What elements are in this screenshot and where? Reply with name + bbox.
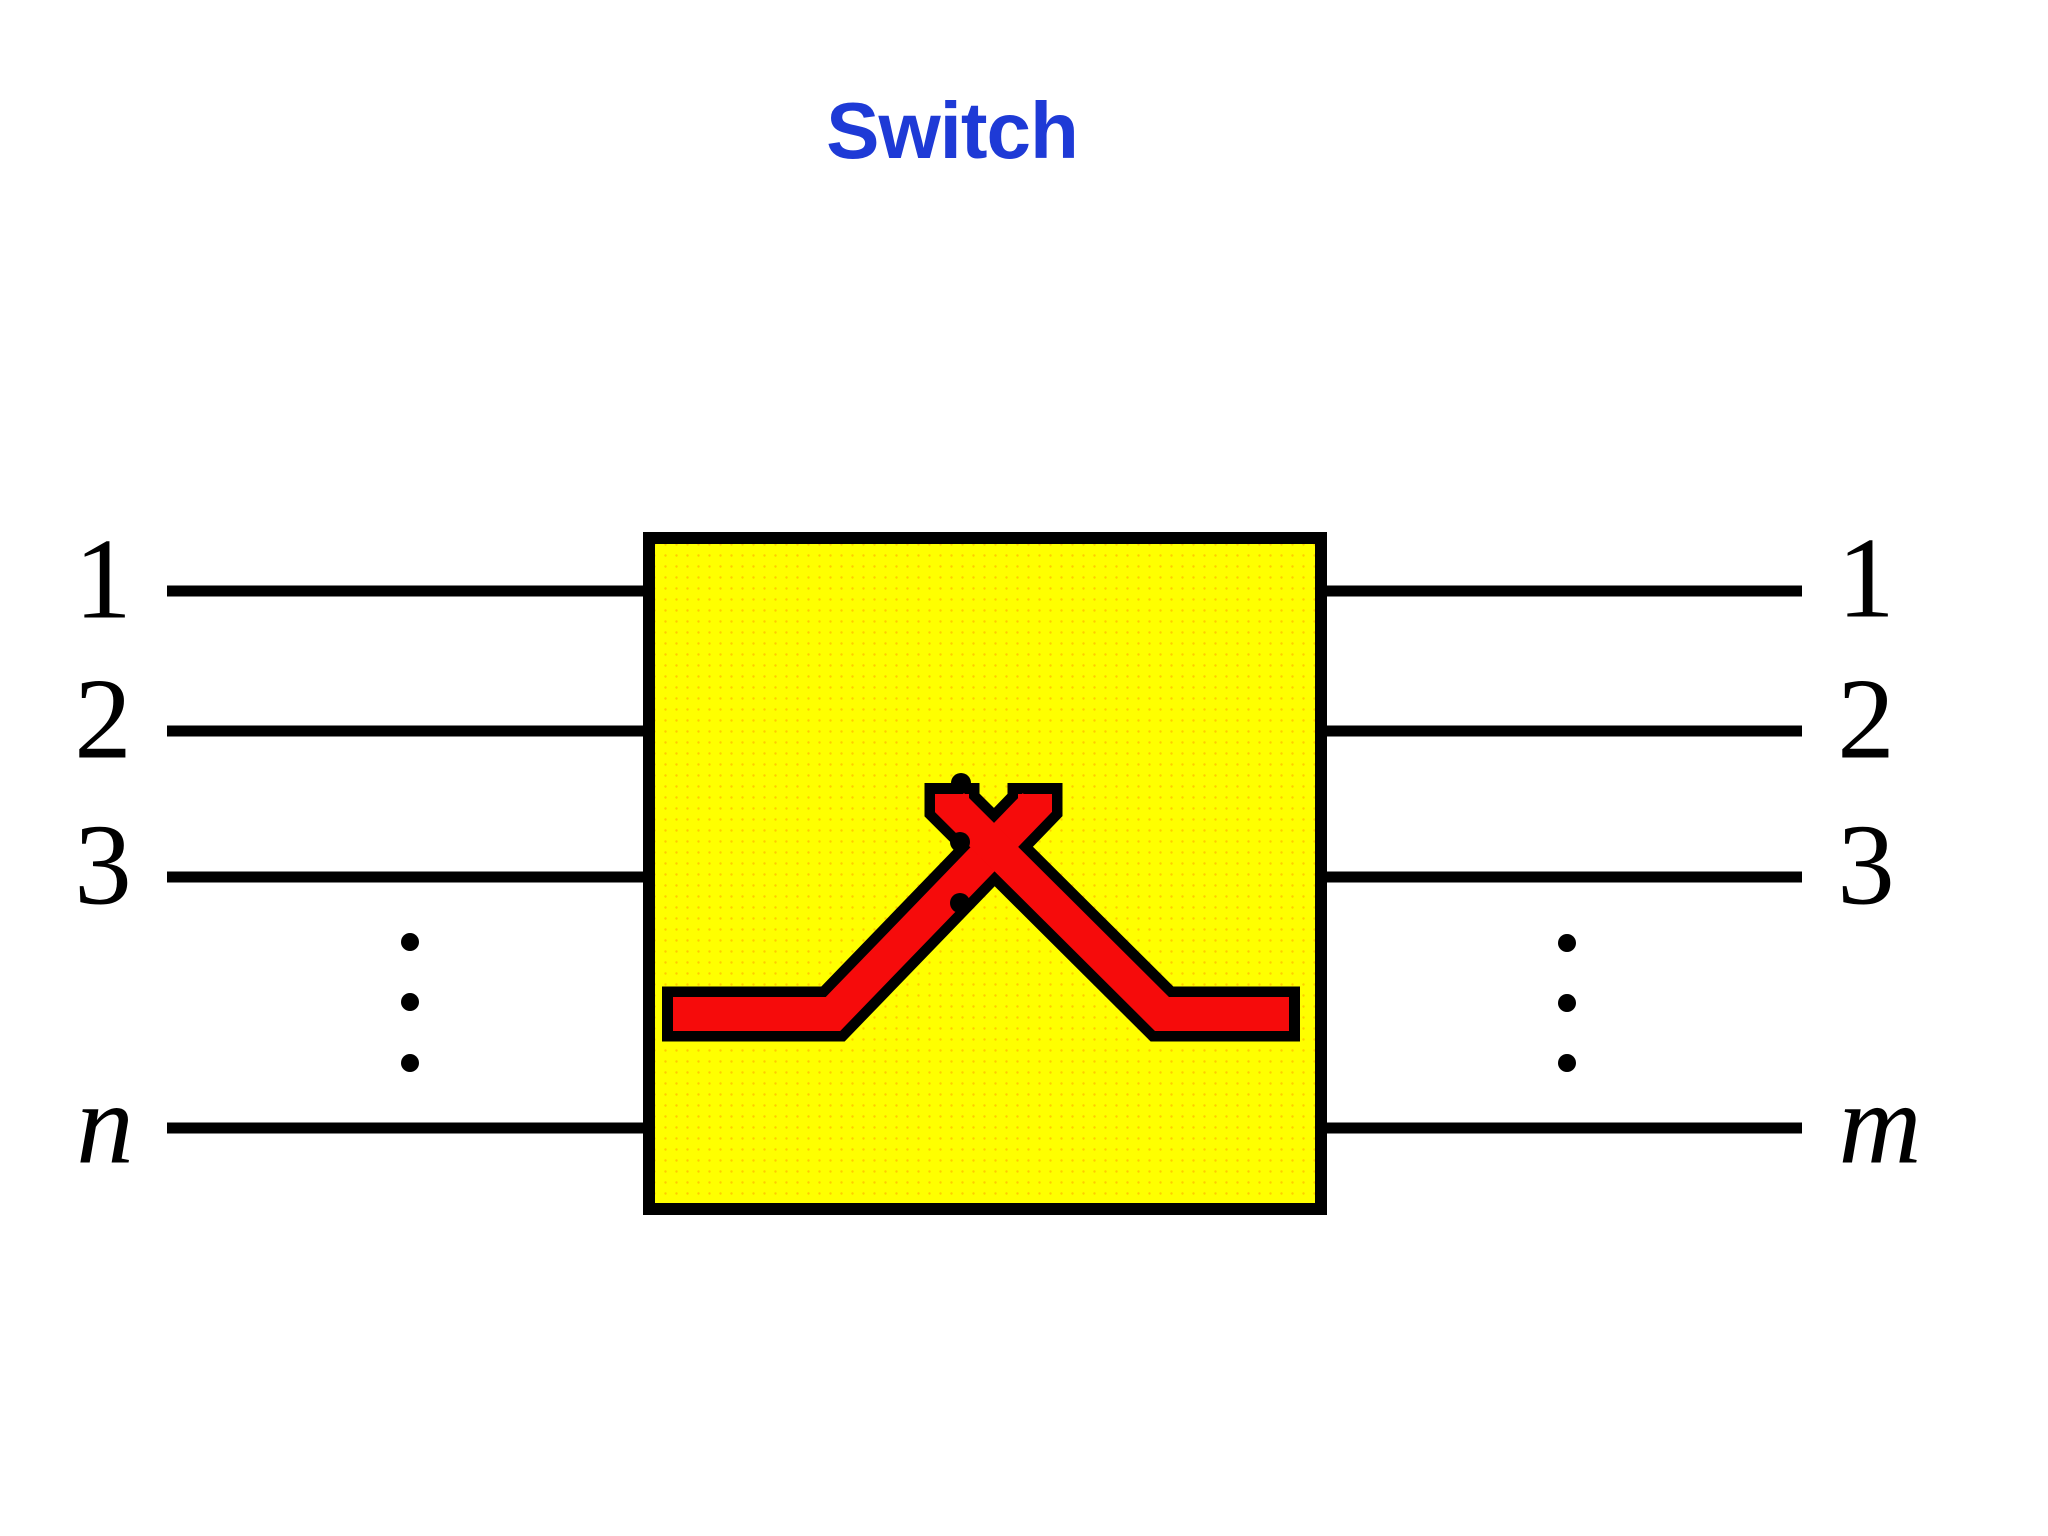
output-label-2: 2 bbox=[1837, 655, 1895, 783]
input-label-n: n bbox=[76, 1060, 134, 1188]
crossover-switch-icon bbox=[662, 773, 1300, 1042]
right-vertical-ellipsis bbox=[1558, 934, 1576, 1072]
output-label-m: m bbox=[1838, 1060, 1922, 1188]
input-label-3: 3 bbox=[74, 801, 132, 929]
output-label-1: 1 bbox=[1837, 514, 1895, 642]
output-wires bbox=[1321, 585, 1802, 1134]
input-label-1: 1 bbox=[74, 515, 132, 643]
input-wires bbox=[167, 585, 649, 1134]
crossing-vertical-ellipsis bbox=[950, 773, 971, 913]
input-label-2: 2 bbox=[74, 655, 132, 783]
left-vertical-ellipsis bbox=[401, 933, 419, 1072]
page-title: Switch bbox=[826, 86, 1079, 175]
output-label-3: 3 bbox=[1837, 801, 1895, 929]
